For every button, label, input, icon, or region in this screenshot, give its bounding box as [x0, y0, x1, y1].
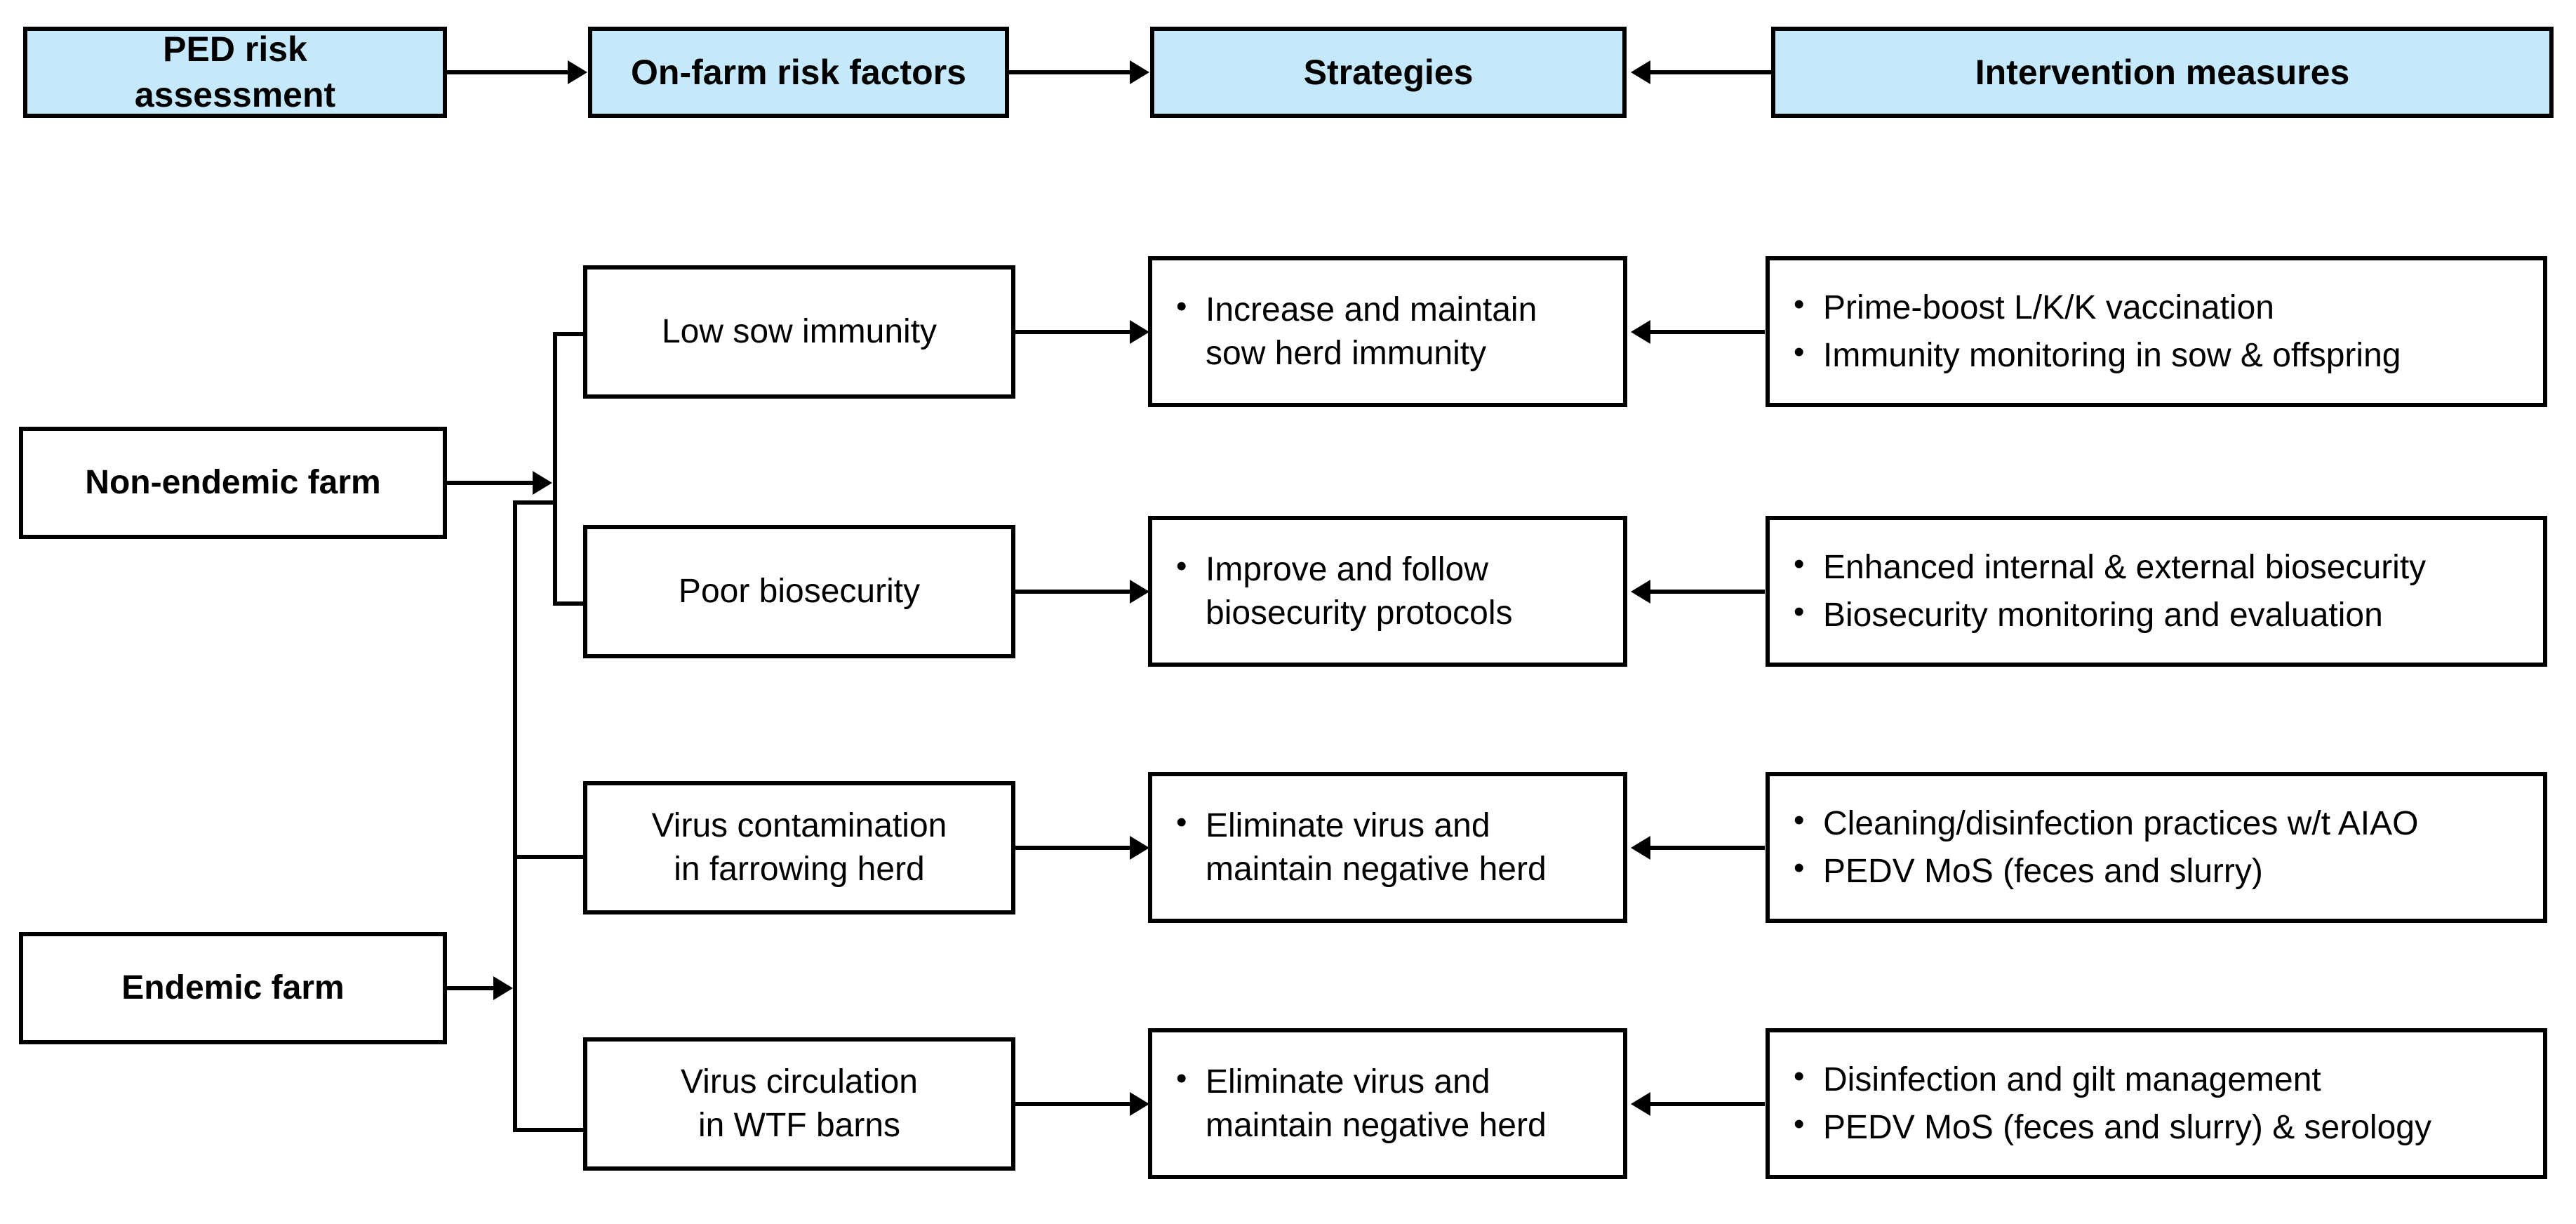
strategy-item: Eliminate virus and maintain negative he…: [1170, 803, 1605, 891]
intervention-item: Immunity monitoring in sow & offspring: [1788, 332, 2525, 377]
intervention-list: Disinfection and gilt management PEDV Mo…: [1788, 1057, 2525, 1149]
intervention-item: Disinfection and gilt management: [1788, 1057, 2525, 1101]
risk-factor-box-2: Poor biosecurity: [583, 525, 1015, 658]
header-on-farm-risk-factors: On-farm risk factors: [588, 27, 1009, 118]
risk-factor-label: Virus contamination in farrowing herd: [651, 806, 947, 888]
intervention-list: Enhanced internal & external biosecurity…: [1788, 545, 2525, 637]
row1-arrow-intervention-to-strategy-head: [1631, 320, 1650, 344]
strategy-box-1: Increase and maintain sow herd immunity: [1148, 256, 1627, 407]
bracket-endemic-branch-row3: [513, 855, 585, 859]
strategy-list: Eliminate virus and maintain negative he…: [1170, 1059, 1605, 1147]
row3-arrow-intervention-to-strategy-head: [1631, 836, 1650, 860]
header-arrow-1-line: [447, 70, 568, 74]
bracket-non-endemic-branch-row2: [553, 601, 585, 606]
row4-arrow-intervention-to-strategy-head: [1631, 1092, 1650, 1116]
intervention-box-2: Enhanced internal & external biosecurity…: [1766, 516, 2547, 667]
header-label: On-farm risk factors: [631, 52, 966, 92]
row2-arrow-risk-to-strategy-line: [1015, 590, 1130, 594]
strategy-box-2: Improve and follow biosecurity protocols: [1148, 516, 1627, 667]
row3-arrow-risk-to-strategy-line: [1015, 846, 1130, 850]
intervention-item: Cleaning/disinfection practices w/t AIAO: [1788, 801, 2525, 845]
non-endemic-arrow-line: [447, 481, 533, 485]
risk-factor-label: Low sow immunity: [661, 312, 937, 350]
row3-arrow-risk-to-strategy-head: [1130, 836, 1149, 860]
risk-factor-label: Virus circulation in WTF barns: [681, 1063, 918, 1144]
header-ped-risk-assessment: PED risk assessment: [23, 27, 447, 118]
endemic-arrow-head: [493, 976, 513, 1000]
intervention-box-3: Cleaning/disinfection practices w/t AIAO…: [1766, 772, 2547, 923]
bracket-non-endemic-spine: [553, 332, 557, 606]
assessment-endemic-farm: Endemic farm: [19, 932, 447, 1044]
strategy-list: Increase and maintain sow herd immunity: [1170, 287, 1605, 375]
strategy-box-4: Eliminate virus and maintain negative he…: [1148, 1028, 1627, 1179]
header-label: PED risk assessment: [134, 29, 336, 114]
risk-factor-box-1: Low sow immunity: [583, 265, 1015, 399]
row2-arrow-risk-to-strategy-head: [1130, 580, 1149, 604]
strategy-item: Improve and follow biosecurity protocols: [1170, 547, 1605, 634]
assessment-non-endemic-farm: Non-endemic farm: [19, 427, 447, 539]
risk-factor-label: Poor biosecurity: [678, 572, 921, 610]
row4-arrow-intervention-to-strategy-line: [1650, 1102, 1765, 1106]
risk-factor-box-4: Virus circulation in WTF barns: [583, 1037, 1015, 1171]
strategy-item: Increase and maintain sow herd immunity: [1170, 287, 1605, 375]
row4-arrow-risk-to-strategy-line: [1015, 1102, 1130, 1106]
strategy-box-3: Eliminate virus and maintain negative he…: [1148, 772, 1627, 923]
header-label: Strategies: [1303, 52, 1474, 92]
intervention-item: Prime-boost L/K/K vaccination: [1788, 285, 2525, 329]
header-arrow-3-line: [1650, 70, 1771, 74]
row1-arrow-intervention-to-strategy-line: [1650, 330, 1765, 334]
row3-arrow-intervention-to-strategy-line: [1650, 846, 1765, 850]
header-strategies: Strategies: [1150, 27, 1627, 118]
intervention-item: PEDV MoS (feces and slurry) & serology: [1788, 1104, 2525, 1149]
intervention-item: PEDV MoS (feces and slurry): [1788, 848, 2525, 893]
endemic-arrow-line: [447, 986, 493, 990]
non-endemic-arrow-head: [533, 471, 552, 495]
row1-arrow-risk-to-strategy-head: [1130, 320, 1149, 344]
strategy-list: Improve and follow biosecurity protocols: [1170, 547, 1605, 634]
row1-arrow-risk-to-strategy-line: [1015, 330, 1130, 334]
strategy-list: Eliminate virus and maintain negative he…: [1170, 803, 1605, 891]
intervention-item: Biosecurity monitoring and evaluation: [1788, 592, 2525, 637]
header-arrow-2-head: [1130, 60, 1149, 84]
intervention-list: Cleaning/disinfection practices w/t AIAO…: [1788, 801, 2525, 893]
bracket-non-endemic-branch-row1: [553, 332, 585, 336]
header-intervention-measures: Intervention measures: [1771, 27, 2554, 118]
header-arrow-1-head: [568, 60, 587, 84]
header-arrow-3-head: [1631, 60, 1650, 84]
header-label: Intervention measures: [1975, 52, 2350, 92]
risk-factor-box-3: Virus contamination in farrowing herd: [583, 781, 1015, 914]
assessment-label: Endemic farm: [121, 969, 345, 1006]
intervention-item: Enhanced internal & external biosecurity: [1788, 545, 2525, 589]
bracket-endemic-branch-row4: [513, 1128, 585, 1132]
header-arrow-2-line: [1009, 70, 1130, 74]
row4-arrow-risk-to-strategy-head: [1130, 1092, 1149, 1116]
row2-arrow-intervention-to-strategy-line: [1650, 590, 1765, 594]
row2-arrow-intervention-to-strategy-head: [1631, 580, 1650, 604]
bracket-endemic-top-stub: [513, 500, 555, 505]
assessment-label: Non-endemic farm: [85, 463, 381, 501]
intervention-list: Prime-boost L/K/K vaccination Immunity m…: [1788, 285, 2525, 377]
intervention-box-4: Disinfection and gilt management PEDV Mo…: [1766, 1028, 2547, 1179]
intervention-box-1: Prime-boost L/K/K vaccination Immunity m…: [1766, 256, 2547, 407]
strategy-item: Eliminate virus and maintain negative he…: [1170, 1059, 1605, 1147]
bracket-endemic-spine: [513, 500, 517, 1132]
